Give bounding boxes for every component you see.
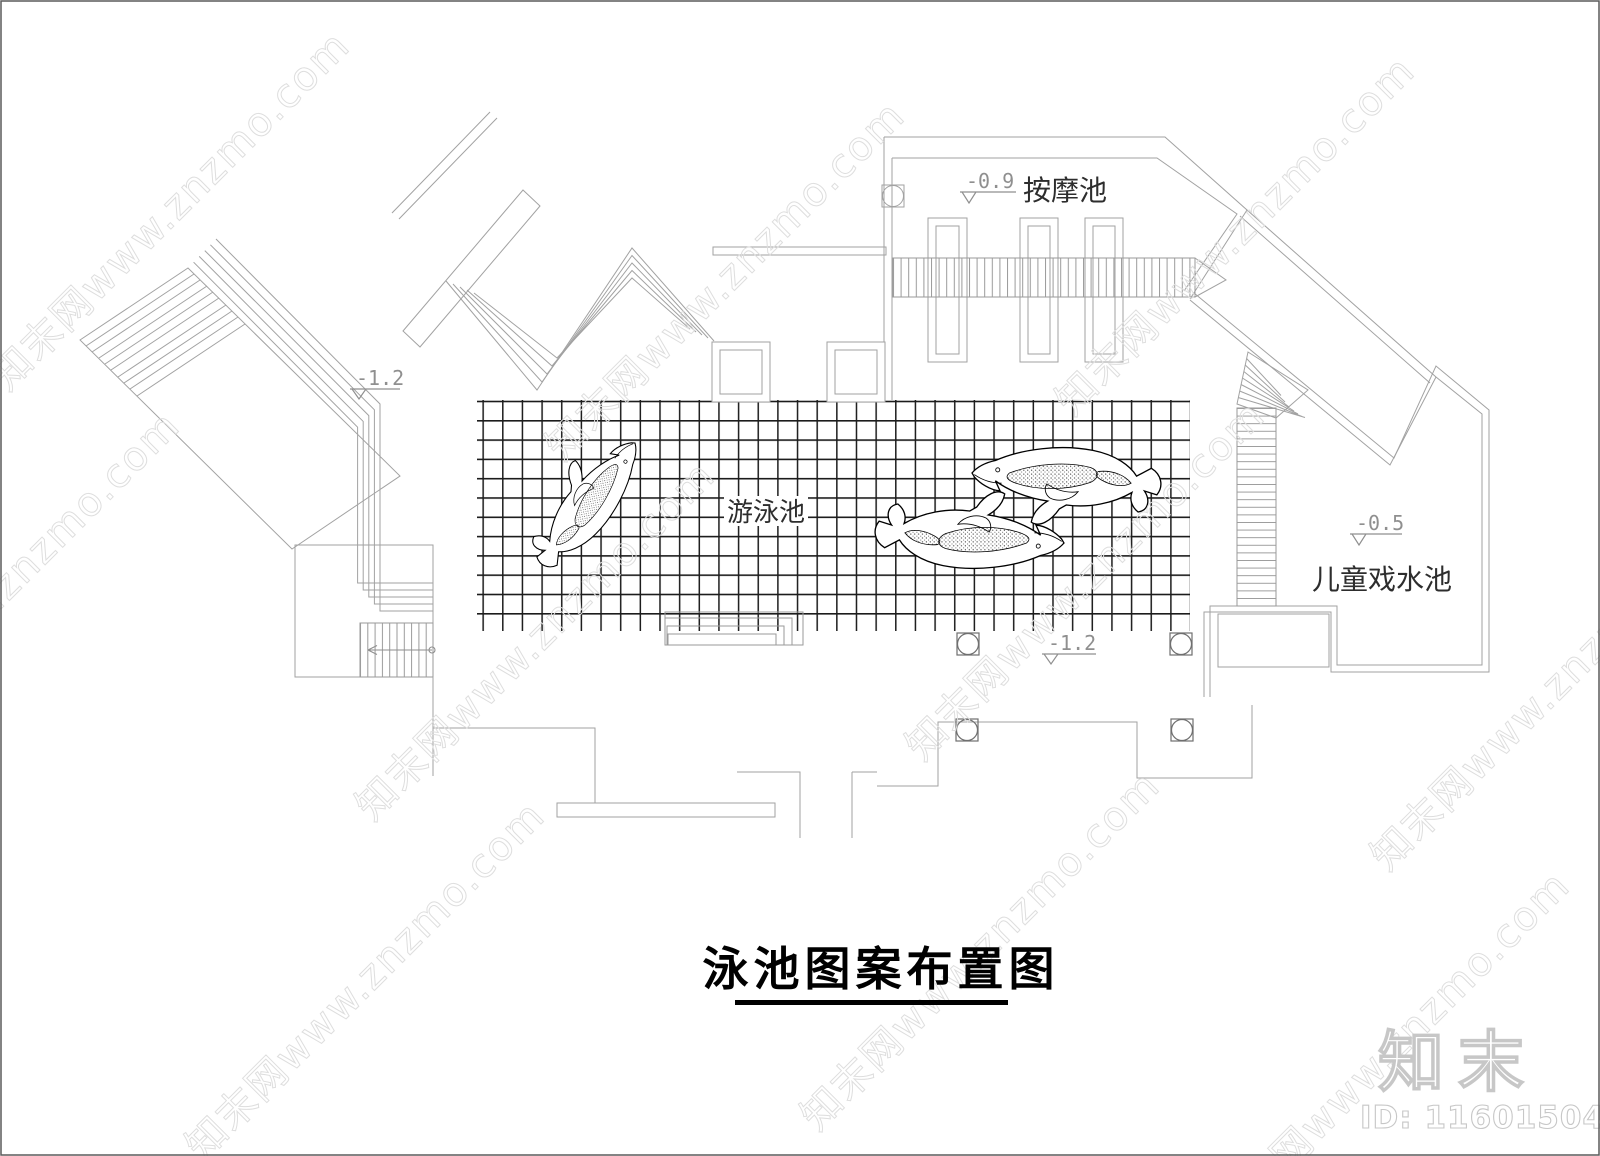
swimming-pool-label: 游泳池 [727,498,805,528]
massage-pool: 按摩池 -0.9 [712,136,1248,400]
kids-pool: 儿童戏水池 -0.5 [1189,209,1490,697]
watermark-tile: 知末网www.znzmo.com [177,792,554,1156]
lower-deck-outline [432,677,1253,838]
watermark-tile: 知末网www.znzmo.com [0,402,189,779]
site-logo: 知末 [1378,1024,1538,1101]
elevation-massage-value: -0.9 [966,169,1014,193]
drawing-title: 泳池图案布置图 [703,942,1060,996]
elevation-marker-kids-pool: -0.5 [1350,511,1404,547]
elevation-marker-massage-pool: -0.9 [960,169,1016,205]
elevation-marker-pool-deck: -1.2 [1038,631,1100,666]
label-halo [724,496,808,526]
deck-columns [955,632,1194,742]
asset-id: ID: 1160150481 [1360,1100,1600,1136]
title-underline [735,1000,1008,1005]
swimming-pool: 游泳池 -1.2 [477,341,1194,742]
watermark-tile: 知末网www.znzmo.com [1047,47,1424,424]
elevation-kids-value: -0.5 [1356,511,1404,535]
brand-block: 知末 ID: 1160150481 [1359,1023,1600,1136]
elevation-pool-deck-value: -1.2 [1048,631,1096,655]
watermark-tile: 知末网www.znzmo.com [0,22,359,399]
elevation-left-terrace-value: -1.2 [356,366,404,390]
elevation-marker-left-terrace: -1.2 [350,366,404,401]
kids-pool-label: 儿童戏水池 [1312,563,1452,596]
watermark-tile: 知末网www.znzmo.com [1362,502,1600,879]
left-terrace-walkway: -1.2 [79,111,715,678]
massage-pool-label: 按摩池 [1023,174,1107,207]
title-block: 泳池图案布置图 [703,942,1060,1005]
